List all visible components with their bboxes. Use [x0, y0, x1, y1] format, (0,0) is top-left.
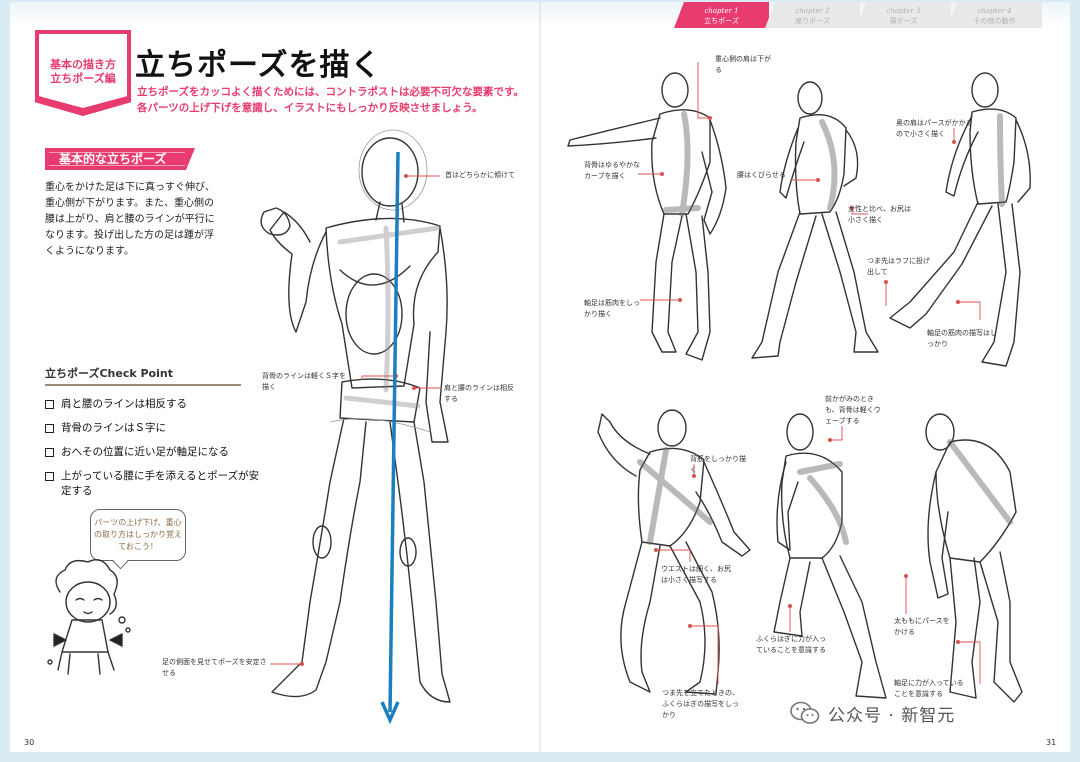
figure-sketch-4: [597, 409, 751, 695]
chapter-title: その他の動作: [973, 17, 1016, 25]
callout-text: 軸足の筋肉の描写はしっかり: [927, 329, 997, 348]
callout-foot: 足の側面を見せてポーズを安定させる: [162, 657, 272, 679]
check-point-text: 背骨のラインはＳ字に: [61, 422, 166, 434]
callout-lean-forward: 前かがみのときも、背骨は軽くウェーブする: [825, 394, 885, 427]
callout-waist-bend: 腰はくびらせる: [737, 170, 786, 181]
callout-heavy-shoulder: 重心側の肩は下がる: [715, 54, 777, 76]
callout-back-muscle: 背筋をしっかり描く: [690, 454, 746, 476]
callout-spine: 背骨のラインは軽くＳ字を描く: [262, 371, 352, 393]
chapter-number: chapter 2: [795, 7, 830, 15]
callout-text: 軸足は筋肉をしっかり描く: [584, 299, 640, 318]
chapter-tabs: chapter 1 立ちポーズ chapter 2 座りポーズ chapter …: [674, 2, 1042, 28]
intro-text: 立ちポーズをカッコよく描くためには、コントラポストは必要不可欠な要素です。各パー…: [137, 86, 524, 114]
check-point-title: 立ちポーズCheck Point: [45, 365, 241, 386]
callout-text: 奥の肩はパースがかかるので小さく描く: [896, 119, 973, 138]
callout-text: 背筋をしっかり描く: [690, 455, 746, 474]
callout-neck: 首はどちらかに傾けて: [445, 170, 515, 181]
book-gutter: [539, 2, 541, 752]
chibi-character-illustration: [47, 559, 131, 675]
badge-line-1: 基本の描き方: [50, 58, 116, 71]
callout-spine-curve: 背骨はゆるやかなカーブを描く: [584, 160, 646, 182]
check-point-list: 肩と腰のラインは相反する 背骨のラインはＳ字に おへその位置に近い足が軸足になる…: [45, 397, 260, 508]
main-standing-figure: [260, 129, 451, 703]
callout-female-hips: 女性と比べ、お尻は小さく描く: [848, 204, 916, 226]
callout-text: 背骨のラインは軽くＳ字を描く: [262, 372, 346, 391]
callout-axis-muscle-2: 軸足の筋肉の描写はしっかり: [927, 328, 1001, 350]
checkbox-icon: [45, 448, 54, 457]
lesson-badge: 基本の描き方 立ちポーズ編: [35, 30, 131, 116]
callout-text: 女性と比べ、お尻は小さく描く: [848, 205, 911, 224]
checkbox-icon: [45, 424, 54, 433]
chapter-title: 座りポーズ: [795, 17, 830, 25]
check-point-text: おへその位置に近い足が軸足になる: [61, 446, 229, 458]
chapter-title: 立ちポーズ: [704, 17, 739, 25]
chapter-number: chapter 1: [704, 7, 739, 15]
check-point-item: 背骨のラインはＳ字に: [45, 421, 260, 436]
callout-text: 足の側面を見せてポーズを安定させる: [162, 658, 267, 677]
callout-text: 重心側の肩は下がる: [715, 55, 771, 74]
callout-text: 背骨はゆるやかなカーブを描く: [584, 161, 640, 180]
figure-sketch-1: [567, 72, 727, 361]
wechat-icon: [790, 701, 820, 724]
chapter-tab-1[interactable]: chapter 1 立ちポーズ: [674, 2, 769, 28]
badge-line-2: 立ちポーズ編: [50, 72, 116, 85]
callout-text: つま先はラフに投げ出して: [867, 257, 930, 276]
check-point-item: おへその位置に近い足が軸足になる: [45, 445, 260, 460]
checkbox-icon: [45, 400, 54, 409]
callout-axis-muscle: 軸足は筋肉をしっかり描く: [584, 298, 646, 320]
watermark-text: 公众号 · 新智元: [828, 705, 956, 726]
figure-sketch-5: [773, 413, 887, 699]
section-tag: 基本的な立ちポーズ: [45, 148, 195, 170]
callout-calf-force: ふくらはぎに力が入っていることを意識する: [756, 634, 828, 656]
callout-text: ウエストは細く、お尻は小さく描写する: [661, 565, 731, 584]
chapter-tab-4[interactable]: chapter 4 その他の動作: [947, 2, 1042, 28]
chapter-tab-3[interactable]: chapter 3 寝ポーズ: [856, 2, 951, 28]
callout-toe: つま先はラフに投げ出して: [867, 256, 933, 278]
callout-thigh-perspective: 太ももにパースをかける: [894, 616, 956, 638]
lesson-badge-inner: 基本の描き方 立ちポーズ編: [39, 34, 127, 108]
callout-far-shoulder: 奥の肩はパースがかかるので小さく描く: [896, 118, 978, 140]
check-point-text: 上がっている腰に手を添えるとポーズが安定する: [61, 470, 260, 497]
figure-sketches: [47, 62, 1031, 725]
figure-sketch-6: [925, 413, 1023, 703]
page-number-right: 31: [1046, 738, 1057, 747]
page-number-left: 30: [24, 738, 35, 747]
checkbox-icon: [45, 472, 54, 481]
callout-text: 前かがみのときも、背骨は軽くウェーブする: [825, 395, 881, 425]
check-point-text: 肩と腰のラインは相反する: [61, 398, 187, 410]
chapter-title: 寝ポーズ: [889, 17, 918, 25]
check-point-item: 上がっている腰に手を添えるとポーズが安定する: [45, 469, 260, 499]
chapter-tab-2[interactable]: chapter 2 座りポーズ: [765, 2, 860, 28]
callout-axis-force: 軸足に力が入っていることを意識する: [894, 678, 968, 700]
check-point-item: 肩と腰のラインは相反する: [45, 397, 260, 412]
figure-sketch-2: [751, 81, 879, 359]
chapter-number: chapter 4: [977, 7, 1012, 15]
page-title: 立ちポーズを描く: [135, 48, 382, 83]
callout-waist-thin: ウエストは細く、お尻は小さく描写する: [661, 564, 735, 586]
callout-toe-stand: つま先を立てたときの、ふくらはぎの描写をしっかり: [662, 688, 742, 721]
callout-text: ふくらはぎに力が入っていることを意識する: [756, 635, 826, 654]
callout-text: 肩と腰のラインは相反する: [444, 384, 514, 403]
callout-text: 首はどちらかに傾けて: [445, 171, 515, 179]
figure-sketch-3: [889, 72, 1031, 367]
chapter-number: chapter 3: [886, 7, 921, 15]
callout-text: 軸足に力が入っていることを意識する: [894, 679, 964, 698]
callout-shoulder-hip: 肩と腰のラインは相反する: [444, 383, 514, 405]
callout-text: 腰はくびらせる: [737, 171, 786, 179]
speech-bubble: パーツの上げ下げ、重心の取り方はしっかり覚えておこう！: [90, 509, 186, 561]
callout-text: 太ももにパースをかける: [894, 617, 950, 636]
watermark: 公众号 · 新智元: [790, 700, 955, 726]
body-text: 重心をかけた足は下に真っすぐ伸び、重心側が下がります。また、重心側の腰は上がり、…: [45, 182, 215, 257]
callout-text: つま先を立てたときの、ふくらはぎの描写をしっかり: [662, 689, 739, 719]
gravity-guide-arrow: [380, 151, 400, 725]
book-spread: chapter 1 立ちポーズ chapter 2 座りポーズ chapter …: [10, 2, 1070, 752]
